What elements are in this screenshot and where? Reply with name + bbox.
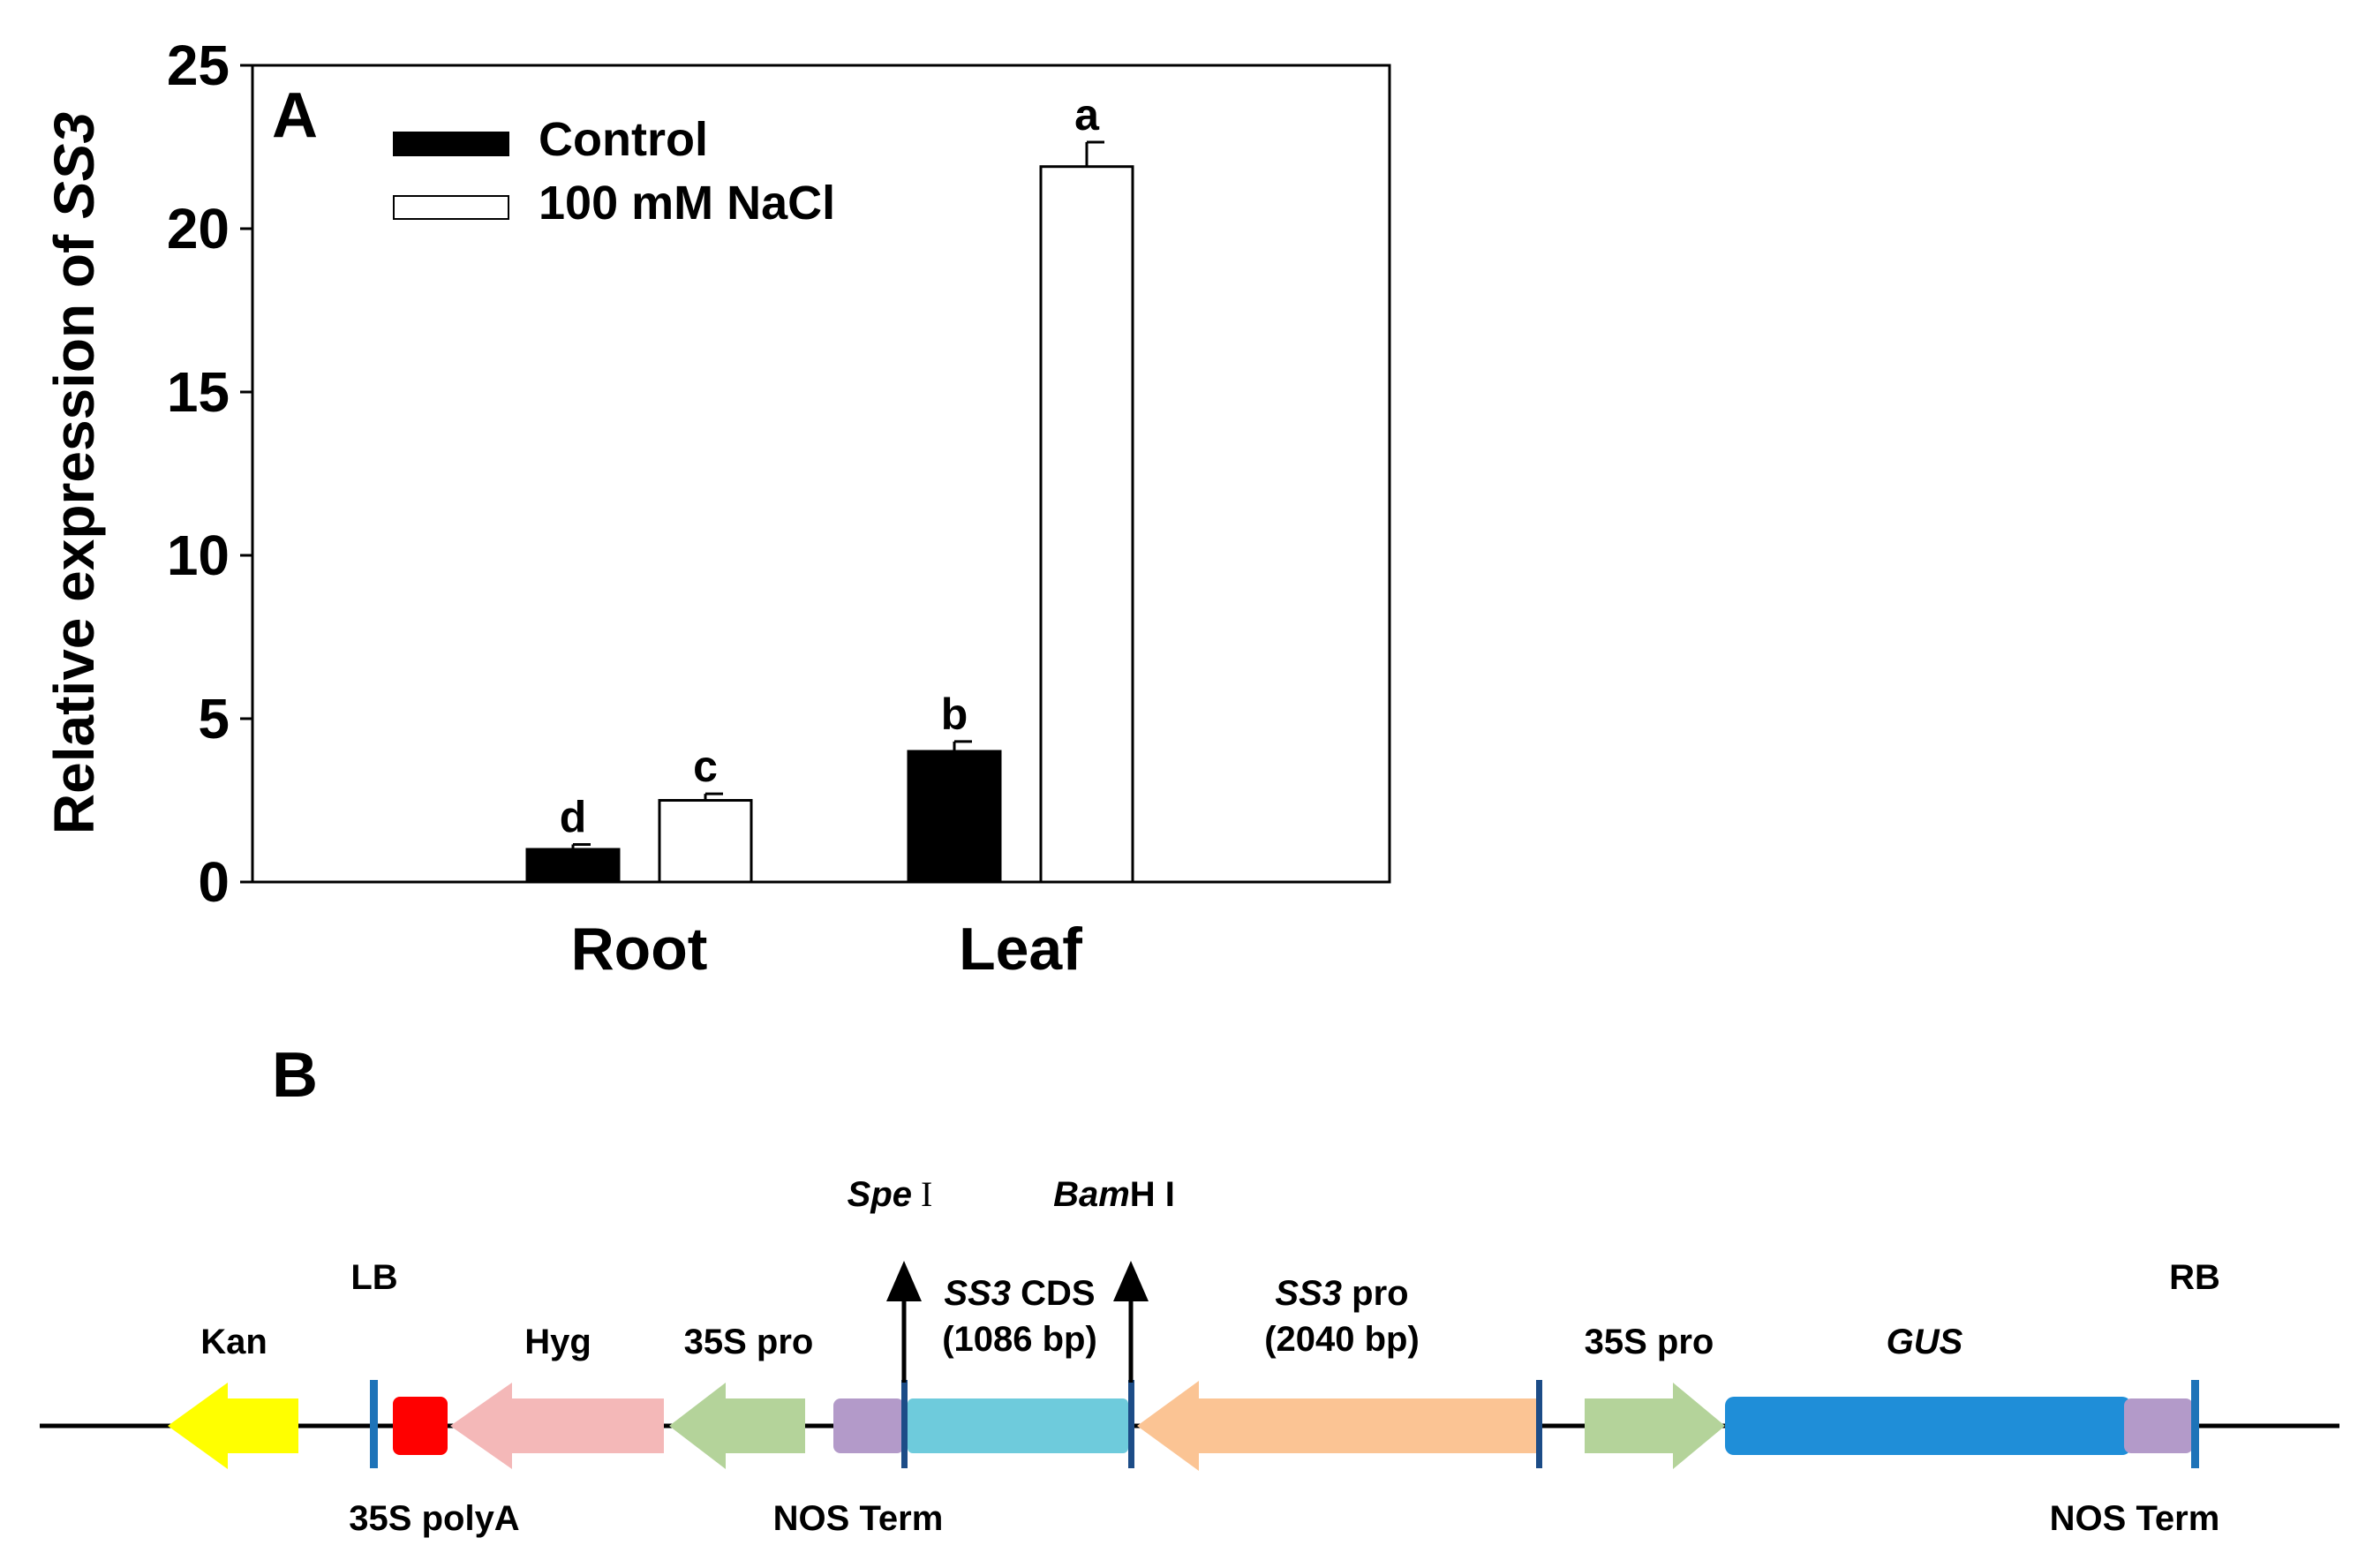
y-axis-ticks: 0 5 10 15 20 25 — [167, 34, 252, 914]
x-category-label: Root — [571, 916, 708, 983]
nos-left-label: NOS Term — [773, 1499, 944, 1538]
gus-box — [1725, 1397, 2131, 1455]
legend-label: Control — [539, 113, 708, 166]
bamhi-site-mark — [1128, 1380, 1134, 1468]
y-tick-label: 20 — [167, 197, 230, 260]
kan-label: Kan — [200, 1323, 267, 1361]
hyg-arrow — [450, 1383, 664, 1469]
bars: d c b a — [525, 90, 1134, 884]
significance-letter: b — [941, 690, 968, 739]
pro35s-right-label: 35S pro — [1585, 1323, 1714, 1361]
legend-swatch — [393, 132, 509, 156]
hyg-label: Hyg — [524, 1323, 591, 1361]
pro35s-left-arrow — [669, 1383, 805, 1469]
nos-right-label: NOS Term — [2050, 1499, 2220, 1538]
pro35s-left-label: 35S pro — [684, 1323, 814, 1361]
ss3-pro-arrow — [1137, 1381, 1536, 1471]
y-axis-label: Relative expression of SS3 — [42, 112, 106, 834]
legend-label: 100 mM NaCl — [539, 177, 835, 230]
panel-a: A 0 5 10 15 20 25 d c b a Root Leaf Relative expr… — [42, 34, 1391, 983]
rb-label: RB — [2169, 1258, 2220, 1297]
y-tick-label: 0 — [198, 850, 230, 914]
lb-label: LB — [350, 1258, 397, 1297]
bar — [525, 848, 621, 884]
nos-left-box — [833, 1398, 904, 1453]
bamhi-label: BamH I — [1053, 1175, 1175, 1214]
x-category-label: Leaf — [959, 916, 1082, 983]
lb-border-mark — [370, 1380, 378, 1468]
panel-a-label: A — [272, 80, 318, 151]
y-tick-label: 5 — [198, 687, 230, 750]
ss3-pro-end-mark — [1536, 1380, 1542, 1468]
rb-border-mark — [2191, 1380, 2199, 1468]
significance-letter: c — [693, 742, 718, 791]
spe-site-arrow — [886, 1261, 922, 1383]
ss3-pro-size-label: (2040 bp) — [1264, 1320, 1420, 1359]
y-tick-label: 15 — [167, 360, 230, 424]
y-tick-label: 25 — [167, 34, 230, 97]
y-tick-label: 10 — [167, 524, 230, 587]
ss3-pro-label: SS3 pro — [1275, 1274, 1408, 1313]
cds-label: SS3 CDS — [944, 1274, 1095, 1313]
legend: Control 100 mM NaCl — [393, 113, 835, 230]
cds-size-label: (1086 bp) — [942, 1320, 1097, 1359]
panel-b-label: B — [272, 1040, 318, 1111]
pro35s-right-arrow — [1585, 1383, 1725, 1469]
polya-box — [393, 1397, 448, 1455]
plot-frame — [251, 64, 1391, 884]
spe-label: Spe I — [848, 1174, 933, 1214]
bar — [658, 799, 753, 884]
gus-label: GUS — [1887, 1323, 1963, 1361]
significance-letter: a — [1074, 90, 1100, 139]
cds-box — [908, 1398, 1128, 1453]
bar — [907, 750, 1002, 884]
polya-label: 35S polyA — [349, 1499, 519, 1538]
bar — [1039, 165, 1134, 884]
nos-right-box — [2124, 1398, 2193, 1453]
legend-swatch — [393, 195, 509, 220]
bamhi-site-arrow — [1113, 1261, 1149, 1383]
kan-arrow — [168, 1383, 298, 1469]
x-axis-labels: Root Leaf — [571, 916, 1083, 983]
significance-letter: d — [560, 792, 587, 841]
spe-site-mark — [901, 1380, 908, 1468]
panel-b: B — [40, 1040, 2339, 1538]
